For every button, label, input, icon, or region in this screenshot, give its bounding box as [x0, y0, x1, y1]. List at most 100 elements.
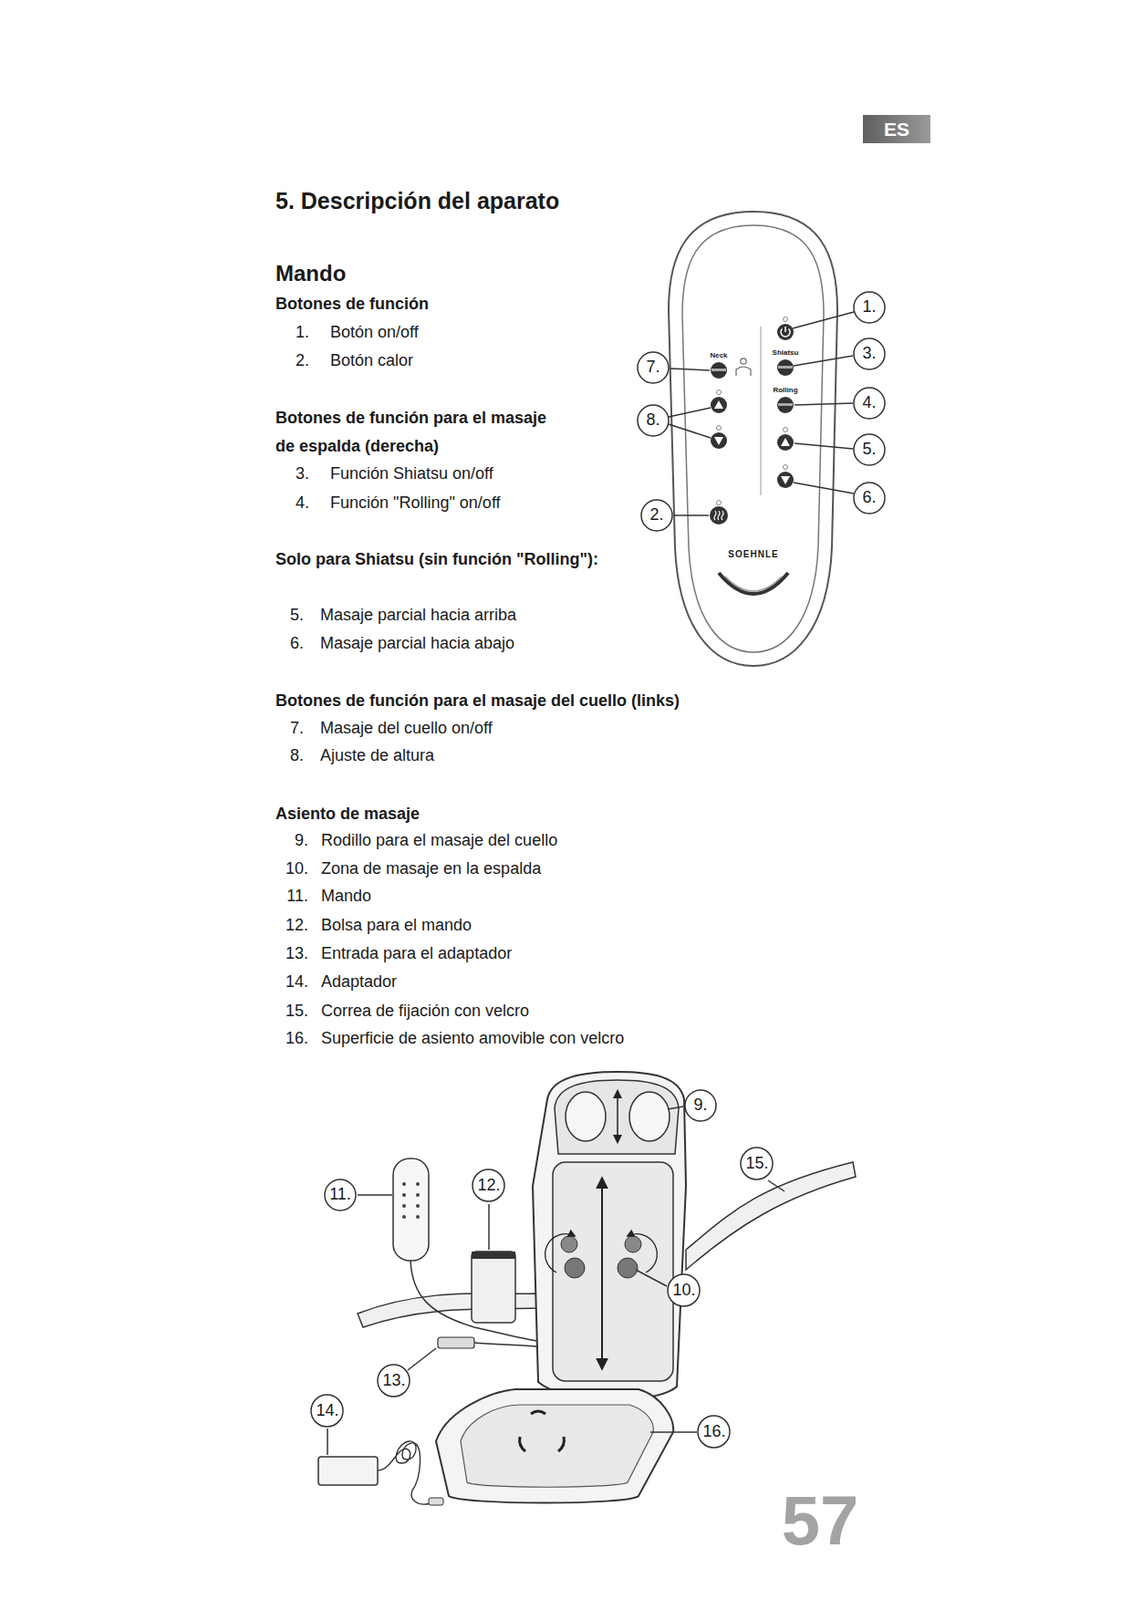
power-button [777, 323, 794, 341]
heat-button [709, 506, 728, 525]
down-button [710, 432, 727, 449]
list-item: Rodillo para el masaje del cuello [321, 826, 558, 855]
callout-number: 11. [323, 1178, 357, 1212]
leader-line [668, 424, 711, 438]
adapter-socket [437, 1337, 475, 1349]
list-number: 3. [295, 459, 310, 489]
leader-line [670, 368, 710, 371]
list-item: Superficie de asiento amovible con velcr… [321, 1024, 624, 1053]
leader-line [768, 1180, 785, 1192]
motion-arrow [601, 1178, 603, 1369]
brand-logo: SOEHNLE [727, 549, 779, 561]
socket-cord [474, 1342, 537, 1347]
adapter-cable [377, 1441, 431, 1505]
callout-label: 16. [702, 1422, 726, 1442]
list-item: Ajuste de altura [320, 741, 435, 770]
list-number: 16. [285, 1024, 309, 1053]
callout-number: 5. [852, 433, 886, 467]
callout-number: 9. [684, 1089, 717, 1122]
list-number: 12. [285, 911, 309, 940]
leader-line [674, 514, 709, 517]
list-number: 8. [290, 741, 304, 770]
callout-label: 6. [861, 488, 876, 508]
up-button [777, 434, 794, 451]
button-dot [415, 1193, 420, 1197]
button-label: Shiatsu [771, 348, 800, 358]
neck-headrest [554, 1080, 679, 1154]
list-number: 10. [285, 854, 309, 883]
callout-circle [853, 482, 885, 514]
callout-label: 5. [861, 440, 876, 459]
leader-line [793, 482, 854, 494]
power-icon [784, 326, 787, 333]
up-button [710, 396, 727, 414]
callout-label: 7. [645, 358, 660, 377]
massage-roller [560, 1235, 578, 1253]
callout-number: 16. [696, 1414, 731, 1449]
person-icon [740, 358, 747, 364]
leader-line [668, 407, 711, 417]
list-number: 11. [286, 882, 309, 911]
led [783, 317, 789, 322]
adapter-plug [428, 1497, 444, 1506]
button-dot [415, 1182, 420, 1186]
vibration-mark [558, 1436, 564, 1452]
callout-circle [324, 1179, 356, 1211]
callout-label: 1. [861, 298, 876, 317]
callout-number: 3. [852, 337, 886, 371]
callout-circle [472, 1169, 505, 1202]
seat-surface [460, 1404, 654, 1487]
callout-number: 10. [666, 1273, 701, 1308]
person-icon [736, 366, 751, 376]
button-dot [415, 1215, 420, 1219]
callout-circle [377, 1364, 410, 1397]
motion-arrow [616, 1090, 619, 1143]
down-icon [714, 436, 724, 446]
group-heading: Botones de función [275, 290, 429, 319]
callout-circle [667, 1274, 700, 1307]
callout-number: 7. [636, 351, 670, 385]
led [783, 465, 789, 470]
chair-back [532, 1071, 686, 1400]
list-item: Función "Rolling" on/off [330, 488, 501, 518]
led [716, 390, 722, 395]
remote-bag [471, 1251, 516, 1259]
section-title: 5. Descripción del aparato [275, 186, 560, 215]
group-heading: Asiento de masaje [275, 799, 420, 829]
seat-cushion [436, 1389, 674, 1504]
power-adapter [318, 1456, 378, 1486]
shiatsu-button [777, 359, 794, 376]
callout-label: 15. [745, 1154, 769, 1174]
remote-outline [668, 211, 838, 666]
page-number: 57 [781, 1484, 860, 1558]
callout-label: 9. [693, 1096, 707, 1115]
up-icon [780, 437, 790, 447]
callout-number: 8. [636, 404, 670, 437]
led [783, 427, 789, 433]
remote-small [393, 1158, 429, 1261]
list-number: 13. [285, 939, 309, 968]
callout-label: 3. [861, 344, 876, 364]
button-dot [402, 1215, 406, 1219]
list-item: Entrada para el adaptador [321, 939, 512, 968]
callout-number: 13. [376, 1363, 411, 1398]
callout-circle [697, 1415, 730, 1448]
velcro-strap [685, 1162, 856, 1270]
group-heading: Solo para Shiatsu (sin función "Rolling"… [275, 545, 599, 574]
button-band [778, 403, 793, 406]
remote-cord [410, 1260, 537, 1341]
callout-number: 2. [640, 498, 674, 532]
massage-roller [617, 1257, 638, 1278]
callout-circle [853, 291, 885, 323]
list-item: Botón on/off [330, 318, 419, 347]
leader-line [488, 1204, 490, 1250]
leader-line [794, 443, 853, 449]
led [716, 500, 722, 506]
list-item: Masaje parcial hacia arriba [320, 601, 517, 630]
remote-smile [718, 572, 789, 594]
list-number: 1. [295, 318, 310, 347]
list-number: 4. [295, 488, 310, 518]
remote-bag [471, 1251, 516, 1323]
list-item: Masaje parcial hacia abajo [320, 629, 515, 658]
remote-inner-outline [682, 225, 824, 653]
